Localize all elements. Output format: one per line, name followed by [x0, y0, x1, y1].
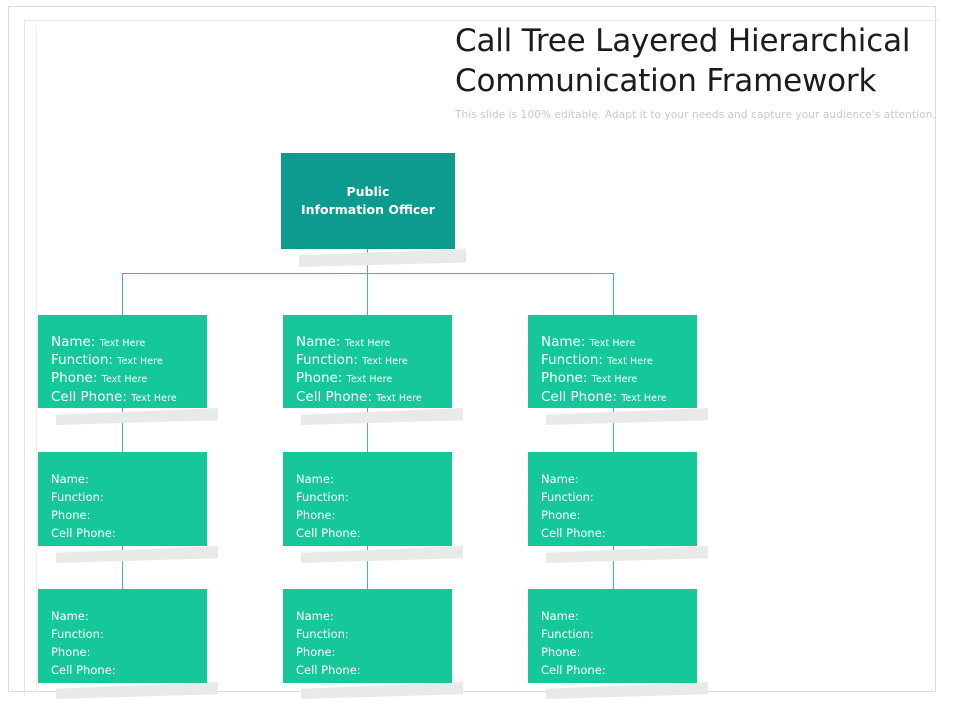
- field-cell-phone: Cell Phone: Text Here: [51, 388, 207, 406]
- connector-horizontal-bus: [122, 273, 614, 274]
- field-name: Name: Text Here: [541, 333, 697, 351]
- field-value: Text Here: [591, 374, 638, 386]
- field-value: Text Here: [362, 356, 408, 368]
- connector-bus-to-col-1: [122, 273, 123, 316]
- field-name: Name:: [51, 472, 89, 486]
- field-name: Name:: [541, 472, 579, 486]
- node-row2-col3[interactable]: Name: Function: Phone: Cell Phone:: [528, 452, 697, 546]
- connector-row2-row3-col-3: [613, 546, 614, 590]
- field-value: Text Here: [117, 356, 163, 368]
- node-shadow: [301, 546, 463, 563]
- field-cell-phone: Cell Phone:: [51, 663, 116, 678]
- field-phone: Phone:: [51, 645, 91, 660]
- field-name: Name:: [51, 609, 89, 623]
- field-function: Function:: [51, 490, 104, 505]
- field-cell-phone: Cell Phone:: [51, 526, 116, 541]
- field-value: Text Here: [99, 338, 146, 349]
- field-phone: Phone:: [296, 508, 336, 523]
- field-phone: Phone:: [51, 508, 91, 523]
- field-function: Function:: [296, 627, 349, 642]
- node-row1-col2[interactable]: Name: Text Here Function: Text Here Phon…: [283, 315, 452, 408]
- node-shadow: [56, 546, 218, 563]
- node-public-information-officer[interactable]: Public Information Officer: [281, 153, 455, 249]
- field-function: Function: Text Here: [296, 351, 452, 369]
- field-phone: Phone:: [296, 645, 336, 660]
- field-label: Cell Phone:: [51, 388, 127, 405]
- connector-row2-row3-col-2: [367, 546, 368, 590]
- field-label: Phone:: [541, 370, 588, 387]
- connector-row1-row2-col-1: [122, 408, 123, 453]
- node-row3-col3[interactable]: Name: Function: Phone: Cell Phone:: [528, 589, 697, 683]
- field-name: Name: Text Here: [296, 333, 452, 351]
- field-phone: Phone: Text Here: [296, 369, 452, 387]
- node-shadow: [56, 408, 218, 425]
- field-function: Function:: [541, 627, 594, 642]
- node-shadow: [301, 682, 463, 699]
- field-value: Text Here: [131, 392, 177, 404]
- field-name: Name:: [541, 609, 579, 623]
- node-shadow: [546, 682, 708, 699]
- field-label: Phone:: [51, 370, 98, 387]
- field-label: Name:: [296, 334, 341, 350]
- connector-bus-to-col-3: [613, 273, 614, 316]
- field-name: Name:: [296, 472, 334, 486]
- node-row1-col3[interactable]: Name: Text Here Function: Text Here Phon…: [528, 315, 697, 408]
- field-function: Function:: [51, 627, 104, 642]
- field-cell-phone: Cell Phone:: [541, 663, 606, 678]
- node-row3-col2[interactable]: Name: Function: Phone: Cell Phone:: [283, 589, 452, 683]
- node-row3-col1[interactable]: Name: Function: Phone: Cell Phone:: [38, 589, 207, 683]
- field-function: Function: Text Here: [51, 351, 207, 369]
- page-title-line-1: Call Tree Layered Hierarchical: [455, 23, 911, 59]
- field-value: Text Here: [607, 356, 653, 368]
- field-cell-phone: Cell Phone:: [296, 526, 361, 541]
- field-cell-phone: Cell Phone:: [296, 663, 361, 678]
- field-label: Cell Phone:: [541, 388, 617, 405]
- root-node-shadow: [299, 249, 466, 267]
- field-name: Name: Text Here: [51, 333, 207, 351]
- field-label: Phone:: [296, 370, 343, 387]
- field-function: Function: Text Here: [541, 351, 697, 369]
- field-phone: Phone:: [541, 645, 581, 660]
- node-shadow: [56, 682, 218, 699]
- field-value: Text Here: [376, 392, 422, 404]
- field-value: Text Here: [589, 338, 636, 349]
- field-function: Function:: [541, 490, 594, 505]
- connector-row1-row2-col-3: [613, 408, 614, 453]
- connector-bus-to-col-2: [367, 273, 368, 316]
- field-value: Text Here: [346, 374, 393, 386]
- node-row2-col2[interactable]: Name: Function: Phone: Cell Phone:: [283, 452, 452, 546]
- header: Call Tree Layered Hierarchical Communica…: [455, 22, 936, 123]
- field-cell-phone: Cell Phone:: [541, 526, 606, 541]
- field-label: Name:: [51, 334, 96, 350]
- field-value: Text Here: [101, 374, 148, 386]
- page-title: Call Tree Layered Hierarchical Communica…: [455, 22, 915, 101]
- connector-row2-row3-col-1: [122, 546, 123, 590]
- page-title-line-2: Communication Framework: [455, 62, 877, 99]
- field-cell-phone: Cell Phone: Text Here: [541, 388, 697, 406]
- node-row2-col1[interactable]: Name: Function: Phone: Cell Phone:: [38, 452, 207, 546]
- field-value: Text Here: [621, 392, 667, 404]
- connector-row1-row2-col-2: [367, 408, 368, 453]
- field-phone: Phone: Text Here: [541, 369, 697, 387]
- field-cell-phone: Cell Phone: Text Here: [296, 388, 452, 406]
- field-phone: Phone:: [541, 508, 581, 523]
- root-node-label-line-1: Public: [346, 183, 390, 199]
- root-node-label: Public Information Officer: [301, 183, 435, 219]
- node-shadow: [546, 408, 708, 425]
- field-label: Function:: [51, 352, 113, 369]
- field-value: Text Here: [344, 338, 391, 349]
- field-label: Function:: [296, 352, 358, 369]
- field-label: Function:: [541, 352, 603, 369]
- node-shadow: [546, 546, 708, 563]
- page-subtitle: This slide is 100% editable. Adapt it to…: [455, 109, 936, 122]
- field-label: Name:: [541, 334, 586, 350]
- root-node-label-line-2: Information Officer: [301, 202, 435, 217]
- node-row1-col1[interactable]: Name: Text Here Function: Text Here Phon…: [38, 315, 207, 408]
- field-function: Function:: [296, 490, 349, 505]
- field-label: Cell Phone:: [296, 388, 372, 405]
- field-name: Name:: [296, 609, 334, 623]
- field-phone: Phone: Text Here: [51, 369, 207, 387]
- node-shadow: [301, 408, 463, 425]
